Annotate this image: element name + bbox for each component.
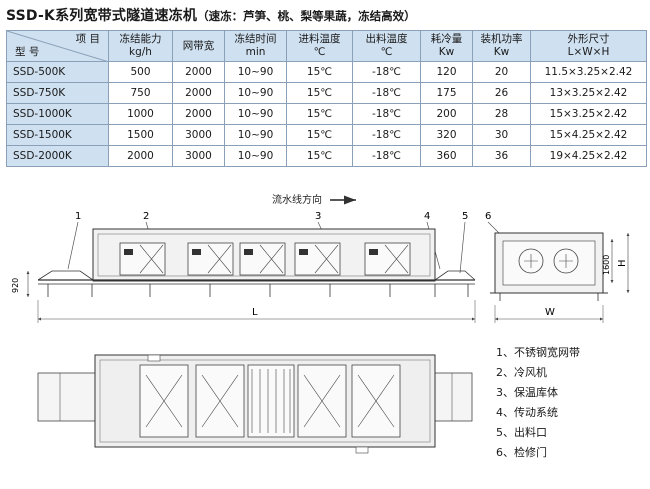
legend-item: 1、不锈钢宽网带 [496,346,580,359]
table-cell: 15×4.25×2.42 [530,124,647,146]
table-cell: 10~90 [224,61,287,83]
dim-L-label: L [252,307,258,318]
table-cell: 750 [108,82,173,104]
table-cell: 15℃ [286,103,353,125]
table-cell: 28 [472,103,531,125]
legend-item: 2、冷风机 [496,366,547,379]
table-cell: 10~90 [224,124,287,146]
top-view [37,354,473,454]
table-cell: 200 [420,103,473,125]
table-cell: 10~90 [224,82,287,104]
callout-1: 1 [75,211,81,222]
table-cell: 26 [472,82,531,104]
corner-bottom-label: 型 号 [15,46,40,58]
table-cell: 10~90 [224,145,287,167]
table-cell: 30 [472,124,531,146]
dim-H-label: H [617,259,628,267]
table-cell: 10~90 [224,103,287,125]
table-cell: 120 [420,61,473,83]
table-cell: -18℃ [352,82,421,104]
table-cell: -18℃ [352,145,421,167]
table-cell: 13×3.25×2.42 [530,82,647,104]
parts-legend: 1、不锈钢宽网带 2、冷风机 3、保温库体 4、传动系统 5、出料口 6、检修门 [496,343,580,463]
table-cell: 360 [420,145,473,167]
model-cell: SSD-2000K [6,145,109,167]
table-cell: 11.5×3.25×2.42 [530,61,647,83]
table-cell: 20 [472,61,531,83]
table-cell: 1000 [108,103,173,125]
callout-2: 2 [143,211,149,222]
table-cell: 2000 [172,103,225,125]
table-cell: 36 [472,145,531,167]
table-cell: 2000 [172,82,225,104]
table-cell: 2000 [108,145,173,167]
end-view: W 1600 H [490,232,630,323]
table-cell: 2000 [172,61,225,83]
model-cell: SSD-750K [6,82,109,104]
flow-direction-label: 流水线方向 [272,193,322,206]
header-cell: 出料温度℃ [352,30,421,62]
dim-W-label: W [545,307,555,318]
header-cell: 网带宽 [172,30,225,62]
dim-920-label: 920 [11,278,20,293]
table-cell: 1500 [108,124,173,146]
table-cell: 3000 [172,145,225,167]
legend-item: 5、出料口 [496,426,547,439]
page-title: SSD-K系列宽带式隧道速冻机（速冻：芦笋、桃、梨等果蔬，冻结高效） [6,4,416,26]
table-cell: 15℃ [286,61,353,83]
legend-item: 3、保温库体 [496,386,558,399]
model-cell: SSD-500K [6,61,109,83]
header-corner: 项 目 型 号 [6,30,109,62]
freezer-drawing: 流水线方向 1 2 3 4 5 6 [11,193,630,454]
table-cell: -18℃ [352,61,421,83]
table-cell: 19×4.25×2.42 [530,145,647,167]
legend-item: 4、传动系统 [496,406,558,419]
table-cell: 500 [108,61,173,83]
corner-top-label: 项 目 [75,33,100,45]
callout-6: 6 [485,211,491,222]
table-cell: 15℃ [286,145,353,167]
model-cell: SSD-1500K [6,124,109,146]
table-cell: 15℃ [286,124,353,146]
table-cell: 15×3.25×2.42 [530,103,647,125]
dim-1600-label: 1600 [602,255,611,275]
header-cell: 进料温度℃ [286,30,353,62]
table-cell: 15℃ [286,82,353,104]
table-cell: -18℃ [352,124,421,146]
corner-diagonal-line [7,31,106,61]
callout-4: 4 [424,211,430,222]
side-view: 920 L [11,228,476,323]
table-cell: 175 [420,82,473,104]
title-sub: （速冻：芦笋、桃、梨等果蔬，冻结高效） [197,9,416,23]
callout-5: 5 [462,211,468,222]
title-main: SSD-K系列宽带式隧道速冻机 [6,8,198,24]
model-cell: SSD-1000K [6,103,109,125]
callout-3: 3 [315,211,321,222]
legend-item: 6、检修门 [496,446,547,459]
table-cell: 3000 [172,124,225,146]
table-cell: -18℃ [352,103,421,125]
table-cell: 320 [420,124,473,146]
